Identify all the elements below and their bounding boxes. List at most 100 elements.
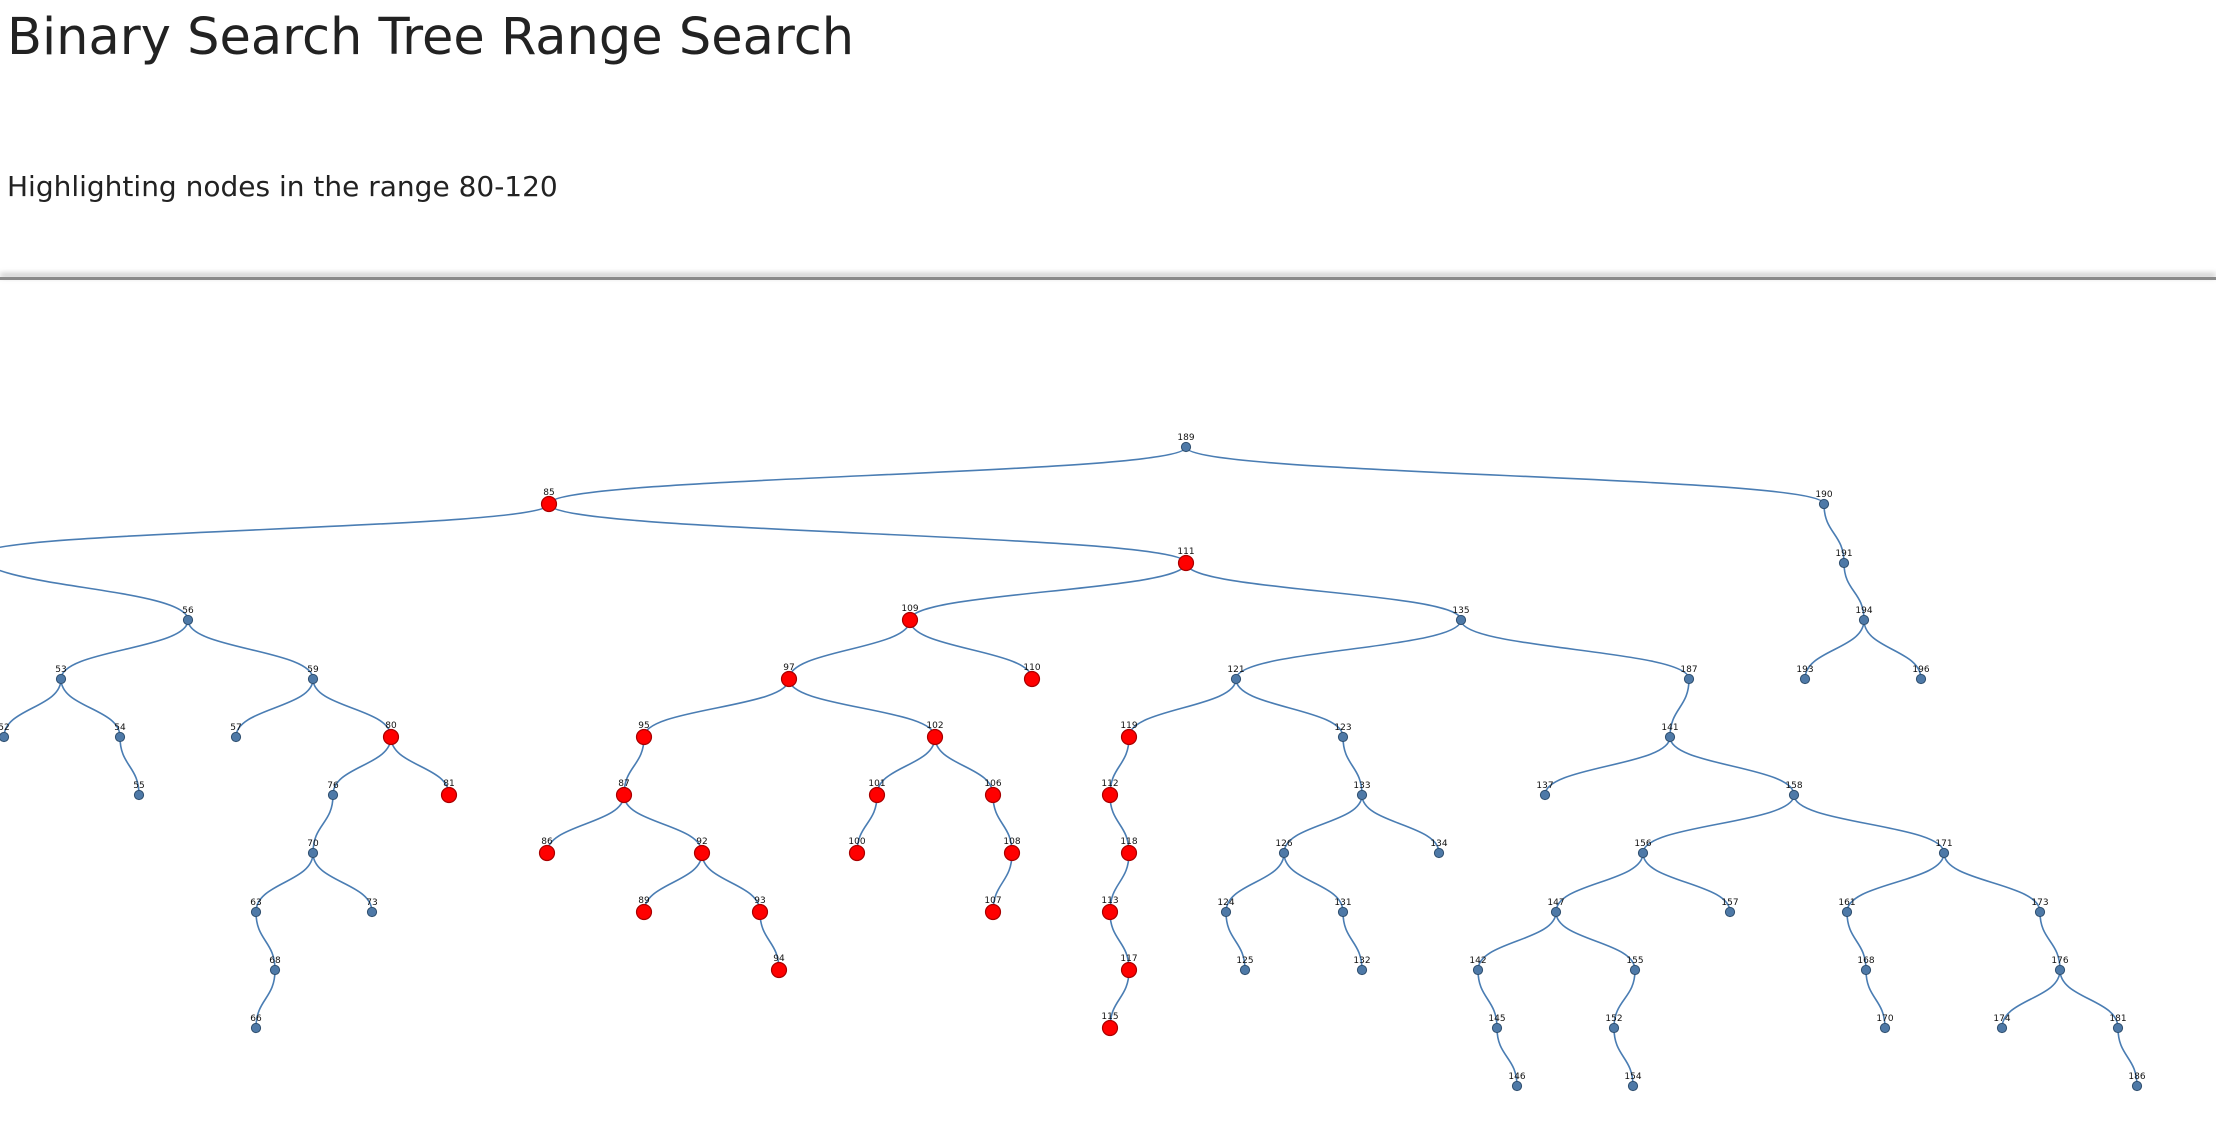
tree-node-189: 189 (1177, 433, 1195, 453)
tree-node-132: 132 (1353, 956, 1371, 976)
tree-node-102: 102 (926, 721, 944, 746)
tree-node-133: 133 (1353, 781, 1371, 801)
tree-node-119: 119 (1120, 721, 1138, 746)
node-label: 187 (1680, 665, 1697, 675)
node-label: 73 (366, 898, 377, 908)
tree-node-93: 93 (751, 896, 769, 921)
node-circle (1239, 964, 1251, 976)
tree-node-155: 155 (1626, 956, 1644, 976)
edge-141-158 (1669, 736, 1795, 796)
node-label: 94 (773, 954, 785, 964)
tree-node-173: 173 (2031, 898, 2049, 918)
node-label: 87 (618, 779, 629, 789)
node-circle (1858, 614, 1870, 626)
node-label: 123 (1334, 723, 1351, 733)
tree-node-112: 112 (1101, 779, 1119, 804)
node-circle (250, 906, 262, 918)
edge-59-80 (312, 678, 392, 738)
node-circle (307, 847, 319, 859)
edge-147-142 (1477, 911, 1557, 971)
tree-node-66: 66 (250, 1014, 262, 1034)
node-label: 133 (1353, 781, 1370, 791)
node-circle (1838, 557, 1850, 569)
edge-171-173 (1943, 852, 2041, 913)
tree-node-171: 171 (1935, 839, 1953, 859)
node-label: 189 (1177, 433, 1194, 443)
tree-node-52: 52 (0, 723, 10, 743)
tree-node-145: 145 (1488, 1014, 1506, 1034)
node-circle (2131, 1080, 2143, 1092)
tree-node-73: 73 (366, 898, 378, 918)
edge-109-110 (909, 619, 1033, 680)
page-header: Binary Search Tree Range Search Highligh… (0, 0, 2216, 278)
page-title: Binary Search Tree Range Search (7, 8, 855, 67)
edge-123-133 (1342, 736, 1363, 796)
highlighted-node-circle (984, 786, 1002, 804)
edge-97-102 (788, 678, 936, 738)
tree-node-86: 86 (538, 837, 556, 862)
edge-147-155 (1555, 911, 1636, 971)
tree-node-156: 156 (1634, 839, 1652, 859)
tree-node-95: 95 (635, 721, 653, 746)
edge-121-123 (1235, 678, 1344, 738)
node-label: 57 (230, 723, 241, 733)
highlighted-node-circle (1177, 554, 1195, 572)
tree-node-97: 97 (780, 663, 798, 688)
node-circle (250, 1022, 262, 1034)
node-label: 193 (1796, 665, 1813, 675)
edge-124-125 (1225, 911, 1246, 971)
edge-68-66 (255, 969, 276, 1029)
edge-109-97 (788, 619, 911, 680)
highlighted-node-circle (780, 670, 798, 688)
node-label: 171 (1935, 839, 1952, 849)
edge-135-187 (1460, 619, 1690, 680)
node-label: 118 (1120, 837, 1137, 847)
highlighted-node-circle (635, 728, 653, 746)
tree-node-107: 107 (984, 896, 1002, 921)
node-label: 124 (1217, 898, 1234, 908)
node-circle (1860, 964, 1872, 976)
node-label: 158 (1785, 781, 1802, 791)
edge-135-121 (1235, 619, 1462, 680)
edge-92-93 (701, 852, 761, 913)
node-label: 196 (1912, 665, 1929, 675)
node-circle (327, 789, 339, 801)
tree-node-89: 89 (635, 896, 653, 921)
tree-node-125: 125 (1236, 956, 1254, 976)
node-label: 112 (1101, 779, 1118, 789)
edge-161-168 (1846, 911, 1867, 971)
node-circle (269, 964, 281, 976)
tree-node-157: 157 (1721, 898, 1739, 918)
edge-131-132 (1342, 911, 1363, 971)
node-circle (0, 731, 10, 743)
node-label: 142 (1469, 956, 1486, 966)
node-label: 108 (1003, 837, 1020, 847)
highlighted-node-circle (1101, 1019, 1119, 1037)
node-circle (1356, 964, 1368, 976)
edge-layer (0, 446, 2138, 1087)
node-circle (1491, 1022, 1503, 1034)
edge-176-174 (2001, 969, 2061, 1029)
node-label: 68 (269, 956, 281, 966)
node-circle (55, 673, 67, 685)
node-label: 53 (55, 665, 66, 675)
node-label: 119 (1120, 721, 1137, 731)
node-circle (1433, 847, 1445, 859)
highlighted-node-circle (1003, 844, 1021, 862)
edge-158-156 (1642, 794, 1795, 854)
edge-171-161 (1846, 852, 1945, 913)
node-circle (1629, 964, 1641, 976)
highlighted-node-circle (615, 786, 633, 804)
edge-155-152 (1613, 969, 1636, 1029)
node-circle (2112, 1022, 2124, 1034)
edge-87-92 (623, 794, 703, 854)
node-circle (1683, 673, 1695, 685)
node-label: 146 (1508, 1072, 1525, 1082)
edge-70-63 (255, 852, 314, 913)
node-circle (114, 731, 126, 743)
node-circle (230, 731, 242, 743)
edge-194-196 (1863, 619, 1922, 680)
tree-node-135: 135 (1452, 606, 1470, 626)
